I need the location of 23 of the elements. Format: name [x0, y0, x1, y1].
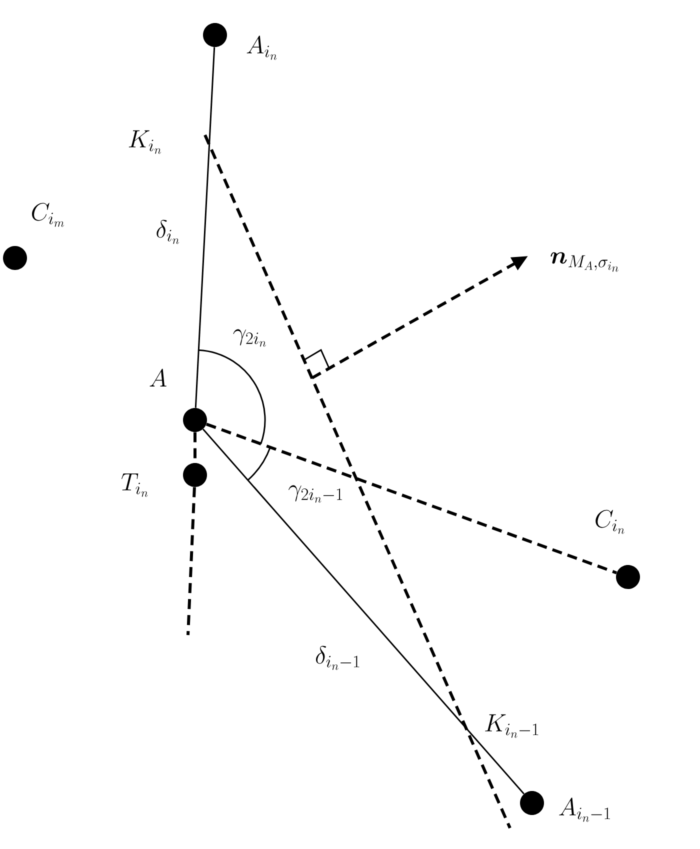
math-label: $\delta_{i_n-1}$	[316, 646, 360, 670]
point-label: $C_{i_n}$	[596, 510, 624, 534]
point-label: $A_{i_n}$	[246, 36, 277, 60]
point-dot	[203, 23, 227, 47]
math-label: $K_{i_n}$	[128, 130, 161, 154]
point-label: $C_{i_m}$	[32, 202, 64, 227]
math-label: $\boldsymbol{n}_{M_A,\sigma_{i_n}}$	[550, 252, 618, 272]
point-label: $T_{i_n}$	[122, 473, 148, 497]
point-dot	[183, 408, 207, 432]
line-segment	[194, 47, 216, 408]
math-label: $K_{i_n-1}$	[485, 714, 538, 738]
math-label: $\gamma_{2i_n-1}$	[288, 485, 342, 503]
math-label: $\gamma_{2i_n}$	[233, 329, 266, 347]
point-dot	[3, 246, 27, 270]
line-segment	[186, 487, 196, 636]
math-label: $\delta_{i_n}$	[156, 220, 179, 244]
line-segment	[206, 422, 618, 574]
line-segment	[202, 428, 524, 794]
point-label: $A$	[150, 368, 166, 386]
point-dot	[616, 565, 640, 589]
point-dot	[183, 463, 207, 487]
point-dot	[520, 791, 544, 815]
point-label: $A_{i_n-1}$	[559, 798, 610, 822]
